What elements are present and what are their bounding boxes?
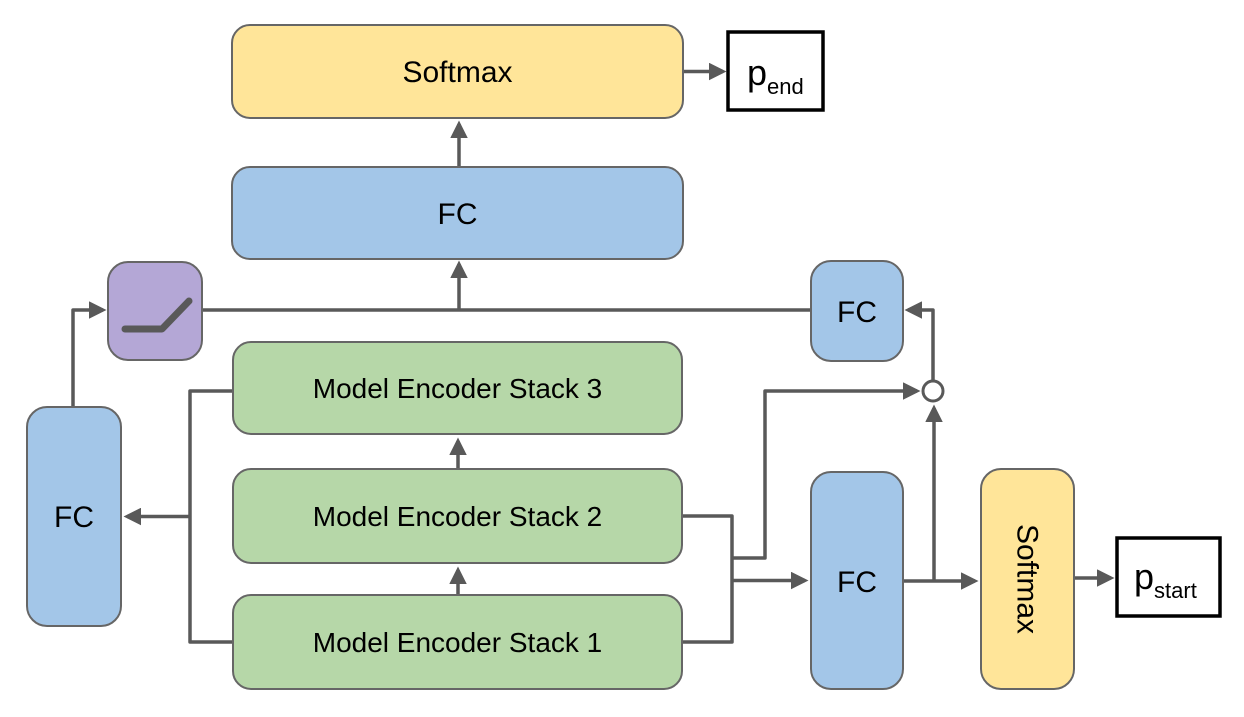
fc-end-box: [231, 166, 684, 260]
edge-bracket-to-circle: [732, 382, 921, 560]
stack1-label: Model Encoder Stack 1: [313, 627, 603, 658]
node-fc-bottom: FC: [810, 471, 904, 690]
softmax-start-box: [980, 468, 1075, 690]
relu-box: [107, 261, 203, 361]
fc-left-label: FC: [54, 501, 94, 534]
softmax-end-box: [231, 24, 684, 119]
fc-right-label: FC: [837, 296, 877, 329]
node-p-end: pend: [726, 30, 825, 112]
node-fc-left: FC: [26, 406, 122, 627]
node-softmax-start: Softmax: [980, 468, 1075, 690]
fc-bottom-label: FC: [837, 566, 877, 599]
connector-group: [71, 62, 1115, 644]
node-fc-right: FC: [810, 260, 904, 362]
node-stack1: Model Encoder Stack 1: [232, 594, 683, 690]
stack3-box: [232, 341, 683, 435]
p-end-main: p: [747, 52, 767, 93]
softmax-start-label: Softmax: [1011, 524, 1044, 634]
edge-right-bracket: [682, 514, 734, 644]
edge-fcleft-to-relu: [71, 301, 107, 407]
node-p-start: pstart: [1115, 536, 1222, 618]
softmax-end-label: Softmax: [402, 56, 512, 89]
stack1-box: [232, 594, 683, 690]
fc-bottom-box: [810, 471, 904, 690]
p-start-label: pstart: [1134, 556, 1197, 603]
multiply-node-circle: [921, 379, 945, 403]
node-stack3: Model Encoder Stack 3: [232, 341, 683, 435]
p-end-label: pend: [747, 52, 804, 99]
node-softmax-end: Softmax: [231, 24, 684, 119]
fc-end-label: FC: [438, 198, 478, 231]
p-end-sub: end: [767, 74, 804, 99]
edge-left-bracket: [188, 389, 233, 644]
node-stack2: Model Encoder Stack 2: [232, 468, 683, 564]
node-relu: [107, 261, 203, 361]
p-start-sub: start: [1154, 578, 1197, 603]
relu-curve-icon: [121, 297, 193, 333]
fc-right-box: [810, 260, 904, 362]
node-fc-end: FC: [231, 166, 684, 260]
stack2-box: [232, 468, 683, 564]
stack3-label: Model Encoder Stack 3: [313, 373, 603, 404]
p-end-box: [726, 30, 825, 112]
p-start-box: [1115, 536, 1222, 618]
stack2-label: Model Encoder Stack 2: [313, 501, 603, 532]
fc-left-box: [26, 406, 122, 627]
p-start-main: p: [1134, 556, 1154, 597]
edge-circle-to-fcright: [904, 301, 935, 381]
